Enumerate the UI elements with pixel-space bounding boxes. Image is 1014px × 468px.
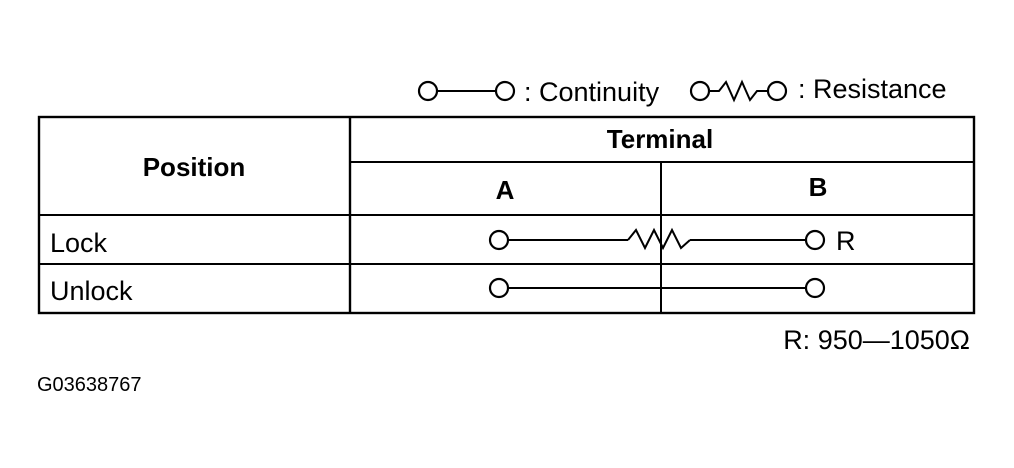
terminal-header: Terminal <box>607 124 713 154</box>
continuity-symbol-icon <box>417 80 516 102</box>
resistance-connection <box>488 227 826 251</box>
row-position-label: Unlock <box>50 276 133 306</box>
resistance-symbol-icon <box>689 79 788 103</box>
terminal-a-node <box>488 277 510 299</box>
legend-continuity-label: : Continuity <box>524 77 660 107</box>
legend: : Continuity : Resistance <box>417 74 947 107</box>
terminal-b-node <box>804 229 826 251</box>
resistance-marker-label: R <box>836 226 856 256</box>
table-row-lock: Lock R <box>50 226 856 258</box>
position-header: Position <box>143 152 246 182</box>
legend-resistance-label: : Resistance <box>798 74 947 104</box>
row-position-label: Lock <box>50 228 108 258</box>
terminal-b-header: B <box>809 172 828 202</box>
resistance-value-note: R: 950—1050Ω <box>783 325 970 355</box>
continuity-connection <box>488 277 826 299</box>
terminal-a-header: A <box>496 175 515 205</box>
table-row-unlock: Unlock <box>50 276 826 306</box>
terminal-b-node <box>804 277 826 299</box>
figure-code: G03638767 <box>37 374 142 396</box>
terminal-a-node <box>488 229 510 251</box>
